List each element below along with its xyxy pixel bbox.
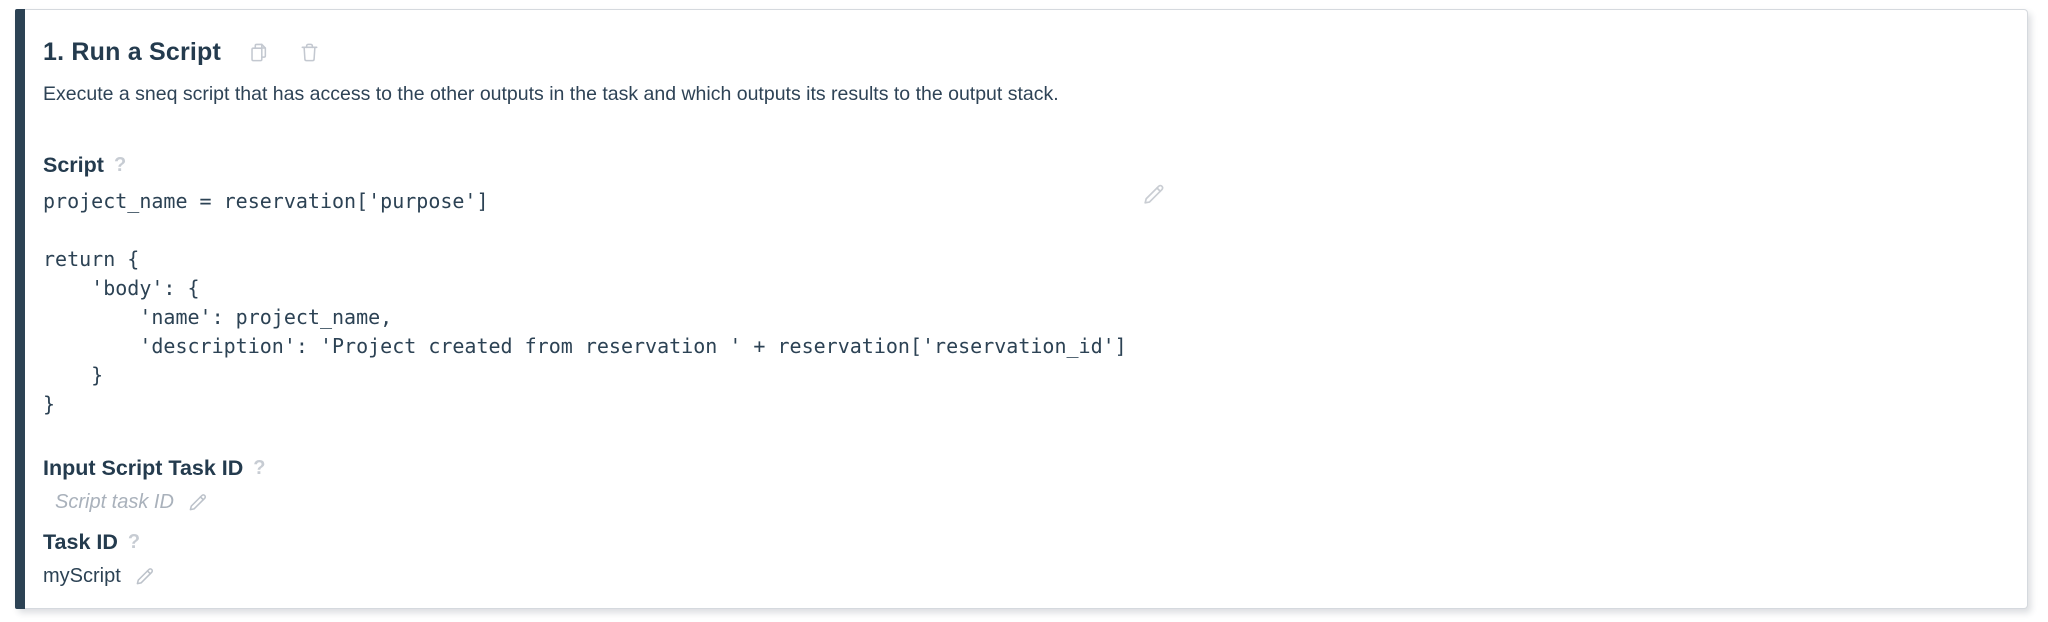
card-content: 1. Run a Script Execute a sneq script th… xyxy=(25,10,2027,608)
task-step-card: 1. Run a Script Execute a sneq script th… xyxy=(15,9,2028,609)
input-script-task-id-label-text: Input Script Task ID xyxy=(43,456,244,480)
task-id-label: Task ID ? xyxy=(43,529,2003,555)
input-script-task-id-placeholder: Script task ID xyxy=(55,491,174,513)
pencil-icon[interactable] xyxy=(186,491,209,514)
task-id-value-text: myScript xyxy=(43,565,121,587)
copy-icon[interactable] xyxy=(248,41,271,64)
help-icon[interactable]: ? xyxy=(113,154,127,176)
task-id-field: Task ID ? myScript xyxy=(43,529,2003,589)
pencil-icon[interactable] xyxy=(1140,181,1167,208)
script-code[interactable]: project_name = reservation['purpose'] re… xyxy=(43,189,1127,416)
task-id-label-text: Task ID xyxy=(43,530,118,554)
script-field-label: Script ? xyxy=(43,152,2003,178)
script-field: project_name = reservation['purpose'] re… xyxy=(43,184,2003,419)
task-id-value[interactable]: myScript xyxy=(43,564,2003,589)
input-script-task-id-value[interactable]: Script task ID xyxy=(43,490,2003,515)
trash-icon[interactable] xyxy=(298,41,321,64)
card-header: 1. Run a Script xyxy=(43,36,2003,68)
help-icon[interactable]: ? xyxy=(253,457,266,479)
script-label-text: Script xyxy=(43,153,104,177)
pencil-icon[interactable] xyxy=(133,565,156,588)
card-accent-bar xyxy=(15,9,25,609)
task-description: Execute a sneq script that has access to… xyxy=(43,83,1059,105)
input-script-task-id-label: Input Script Task ID ? xyxy=(43,455,2003,481)
input-script-task-id-field: Input Script Task ID ? Script task ID xyxy=(43,455,2003,515)
task-title: 1. Run a Script xyxy=(43,38,222,66)
help-icon[interactable]: ? xyxy=(127,531,141,553)
